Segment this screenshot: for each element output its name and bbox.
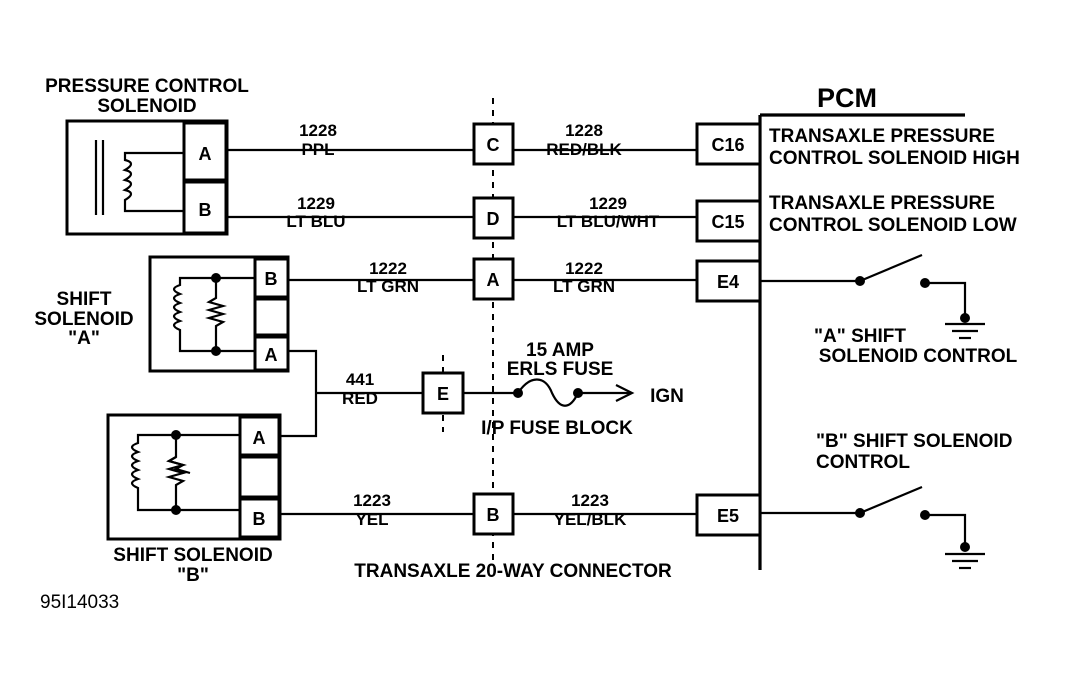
wire-1222-right-color: LT GRN xyxy=(553,277,615,296)
wire-1222-right-num: 1222 xyxy=(565,259,603,278)
wire-1222-left-color: LT GRN xyxy=(357,277,419,296)
pcs-title-line2: SOLENOID xyxy=(97,96,196,117)
switch-b-blade xyxy=(859,485,923,515)
ssa-pin-a: A xyxy=(265,345,278,365)
connector-pin-e: E xyxy=(437,384,449,404)
connector-pin-d-box xyxy=(472,196,515,240)
connector-pin-a-box xyxy=(472,257,515,301)
wire-441-num: 441 xyxy=(346,370,374,389)
ssa-node-bottom xyxy=(211,346,221,356)
ground-b-icon xyxy=(945,552,985,570)
wire-1222-left-num: 1222 xyxy=(369,259,407,278)
ssb-pin-empty-box xyxy=(238,455,281,499)
pcs-pin-a: A xyxy=(199,144,212,164)
connector-pin-a: A xyxy=(487,270,500,290)
figure-id: 95I14033 xyxy=(40,592,119,613)
wire-1228-left-num: 1228 xyxy=(299,121,337,140)
wire-1223-right-color: YEL/BLK xyxy=(554,510,627,529)
pcm-pin-c15: C15 xyxy=(711,212,744,232)
pcm-c15-desc1: TRANSAXLE PRESSURE xyxy=(769,193,995,214)
fuse-terminal-left xyxy=(513,388,523,398)
ssb-title-line1: SHIFT SOLENOID xyxy=(113,545,272,566)
pcs-pin-a-box xyxy=(182,121,228,182)
ign-arrow-icon xyxy=(615,384,635,402)
fuse-label-line1: 15 AMP xyxy=(526,340,594,361)
switch-a-blade xyxy=(859,253,923,283)
wire-1228-right-color: RED/BLK xyxy=(546,140,622,159)
pcs-pin-b: B xyxy=(199,200,212,220)
connector-pin-b-box xyxy=(472,492,515,536)
connector-pin-c-box xyxy=(472,122,515,166)
ssb-title-line2: "B" xyxy=(177,565,209,586)
wire-1223-left-color: YEL xyxy=(355,510,388,529)
wire-1223-left-num: 1223 xyxy=(353,491,391,510)
ssa-pin-empty-box xyxy=(253,297,290,337)
pcm-pin-c16: C16 xyxy=(711,135,744,155)
ssb-pin-a: A xyxy=(253,428,266,448)
ssb-pin-b: B xyxy=(253,509,266,529)
pcs-pin-b-box xyxy=(182,180,228,235)
pcm-c16-desc2: CONTROL SOLENOID HIGH xyxy=(769,148,1020,169)
ssa-title-line2: SOLENOID xyxy=(34,309,133,330)
ssa-pin-b: B xyxy=(265,269,278,289)
pcm-pin-e4-box xyxy=(695,259,762,303)
fuse-element xyxy=(517,378,579,407)
wire-1229-left-num: 1229 xyxy=(297,194,335,213)
ssa-title-line3: "A" xyxy=(68,328,100,349)
wire-1229-left-color: LT BLU xyxy=(286,212,345,231)
wire-1229-right-num: 1229 xyxy=(589,194,627,213)
pcm-pin-c16-box xyxy=(695,122,762,166)
connector-pin-d: D xyxy=(487,209,500,229)
ssa-pin-a-box xyxy=(253,335,290,372)
ssa-title-line1: SHIFT xyxy=(57,289,112,310)
ssa-node-top xyxy=(211,273,221,283)
ssa-resistor xyxy=(204,278,228,351)
wire-441-color: RED xyxy=(342,389,378,408)
connector-pin-e-box xyxy=(421,371,465,415)
ground-a-icon xyxy=(945,322,985,340)
ssb-resistor xyxy=(164,456,188,510)
connector-pin-c: C xyxy=(487,135,500,155)
ground-a-node xyxy=(960,313,970,323)
ssb-node-top xyxy=(171,430,181,440)
ssa-coil xyxy=(172,276,255,353)
ssb-pin-b-box xyxy=(238,497,281,539)
pcm-pin-e5-box xyxy=(695,493,762,537)
wire-1229-right-color: LT BLU/WHT xyxy=(557,212,660,231)
pcm-c15-desc2: CONTROL SOLENOID LOW xyxy=(769,215,1017,236)
pcm-c16-desc1: TRANSAXLE PRESSURE xyxy=(769,126,995,147)
pcm-pin-e4: E4 xyxy=(717,272,739,292)
switch-a-label-line1: "A" SHIFT xyxy=(814,326,906,347)
pcs-coil xyxy=(122,151,184,213)
connector-pin-b: B xyxy=(487,505,500,525)
pcm-pin-e5: E5 xyxy=(717,506,739,526)
wire-1228-right-num: 1228 xyxy=(565,121,603,140)
ground-b-node xyxy=(960,542,970,552)
switch-a-label-line2: SOLENOID CONTROL xyxy=(819,346,1018,367)
switch-b-label-line1: "B" SHIFT SOLENOID xyxy=(816,431,1012,452)
pcs-title-line1: PRESSURE CONTROL xyxy=(45,76,249,97)
switch-b-label-line2: CONTROL xyxy=(816,452,910,473)
connector-label: TRANSAXLE 20-WAY CONNECTOR xyxy=(354,561,672,582)
ign-label: IGN xyxy=(650,386,684,407)
pcm-title: PCM xyxy=(817,83,877,113)
switch-b-ground-wire xyxy=(925,513,967,547)
wire-1228-left-color: PPL xyxy=(301,140,334,159)
fuse-label-line2: ERLS FUSE xyxy=(507,359,614,380)
wire-1223-right-num: 1223 xyxy=(571,491,609,510)
ssb-coil xyxy=(130,433,240,512)
ssb-node-bottom xyxy=(171,505,181,515)
fuse-block-label: I/P FUSE BLOCK xyxy=(481,418,633,439)
pcm-pin-c15-box xyxy=(695,199,762,243)
switch-a-ground-wire xyxy=(925,281,967,318)
